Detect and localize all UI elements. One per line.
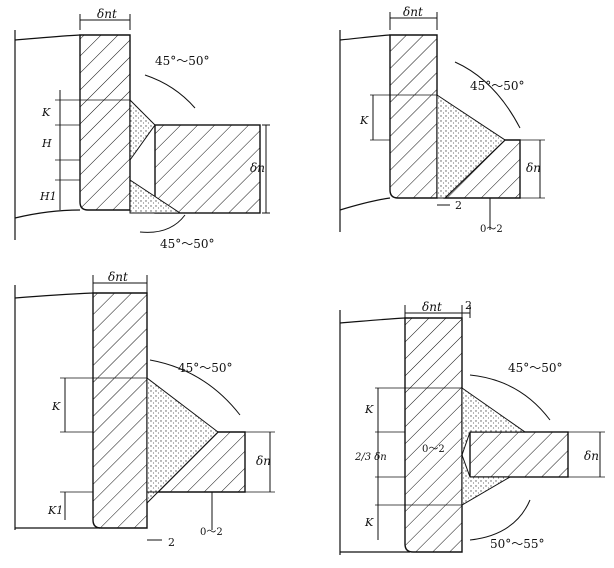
weld-top — [461, 387, 527, 456]
dim-two-thirds-dn: 2/3 δn — [354, 452, 387, 463]
angle-bottom-label: 45°～50° — [160, 237, 215, 251]
thk-label: δnt — [422, 300, 442, 314]
weld-top — [129, 98, 156, 162]
gap-v: 0～2 — [480, 224, 503, 235]
panel-2: δnt 45°～50° K δn 2 0～2 — [339, 5, 545, 235]
dim-k: K — [41, 106, 51, 119]
dim-k-bottom: K — [364, 516, 374, 529]
gap-top: 2 — [465, 299, 472, 312]
pipe-wall — [469, 431, 569, 478]
thk-label: δnt — [108, 270, 128, 284]
panel-1: δnt 45°～50° 45°～50° K H H1 δn — [14, 7, 270, 251]
dim-dn: δn — [256, 454, 271, 468]
weld-fillet — [436, 94, 506, 199]
gap-v: 0～2 — [422, 444, 445, 455]
dim-k1: K1 — [47, 504, 63, 517]
angle-bottom-label: 50°～55° — [490, 537, 545, 551]
dim-h: H — [41, 137, 52, 150]
dim-dn: δn — [526, 161, 541, 175]
thk-label: δnt — [403, 5, 423, 19]
nozzle-wall — [404, 317, 463, 553]
dim-dn: δn — [250, 161, 265, 175]
pipe-wall — [154, 124, 261, 214]
gap-h: 2 — [455, 199, 462, 212]
angle-top-label: 45°～50° — [178, 361, 233, 375]
panel-4: δnt 2 45°～50° 50°～55° K 2/3 δn K δn 0～2 — [339, 299, 605, 555]
dim-dn: δn — [584, 449, 599, 463]
weld-bottom — [461, 454, 512, 506]
dim-h1: H1 — [39, 190, 57, 203]
weld-bottom — [129, 179, 182, 214]
nozzle-wall — [92, 292, 148, 529]
dim-k: K — [364, 403, 374, 416]
weld-root — [146, 491, 160, 505]
angle-top-label: 45°～50° — [470, 79, 525, 93]
gap-h: 2 — [168, 536, 175, 549]
gap-v: 0～2 — [200, 527, 223, 538]
nozzle-wall — [389, 34, 438, 199]
thk-label: δnt — [97, 7, 117, 21]
dim-k: K — [51, 400, 61, 413]
nozzle-wall — [79, 34, 131, 211]
angle-top-label: 45°～50° — [508, 361, 563, 375]
dim-k: K — [359, 114, 369, 127]
panel-3: δnt 45°～50° K K1 δn 2 0～2 — [14, 270, 275, 549]
angle-top-label: 45°～50° — [155, 54, 210, 68]
